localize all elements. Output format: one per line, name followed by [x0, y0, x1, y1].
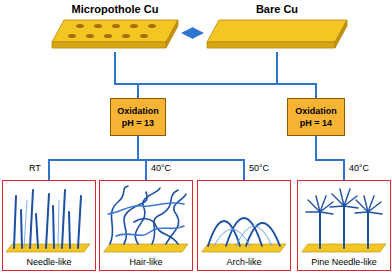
connector [49, 136, 138, 180]
morphology-label: Needle-like [3, 257, 95, 268]
morphology-panel: Needle-like [2, 180, 96, 271]
process-label: pH = 14 [300, 117, 332, 129]
temperature-label: 40°C [348, 163, 370, 174]
substrate-label: Micropothole Cu [48, 2, 182, 16]
connector [183, 32, 202, 34]
substrate-label: Bare Cu [203, 2, 351, 16]
process-box: OxidationpH = 14 [287, 98, 345, 136]
temperature-label: 50°C [248, 163, 270, 174]
process-label: pH = 13 [122, 117, 154, 129]
needle-illustration [6, 190, 90, 252]
temperature-label: 40°C [150, 163, 172, 174]
process-label: Oxidation [295, 105, 337, 117]
morphology-label: Arch-like [198, 257, 290, 268]
connector [277, 52, 316, 98]
morphology-panel: Pine Needle-like [297, 180, 391, 271]
morphology-panel: Hair-like [99, 180, 193, 271]
pine-needle-illustration [302, 189, 386, 252]
morphology-panel: Arch-like [197, 180, 291, 271]
process-box: OxidationpH = 13 [110, 98, 166, 136]
connector [115, 52, 316, 98]
connector [138, 136, 244, 180]
morphology-label: Hair-like [100, 257, 192, 268]
arch-illustration [202, 218, 286, 252]
process-label: Oxidation [117, 105, 159, 117]
morphology-label: Pine Needle-like [298, 257, 390, 268]
copper-slab [52, 20, 178, 48]
connector [115, 52, 138, 98]
hair-illustration [104, 186, 188, 252]
substrate-slab: Bare Cu [203, 2, 351, 52]
substrate-slab: Micropothole Cu [48, 2, 182, 52]
temperature-label: RT [28, 163, 42, 174]
connector [138, 136, 146, 180]
connector [138, 52, 277, 98]
copper-slab [207, 20, 347, 48]
connector [316, 136, 344, 180]
